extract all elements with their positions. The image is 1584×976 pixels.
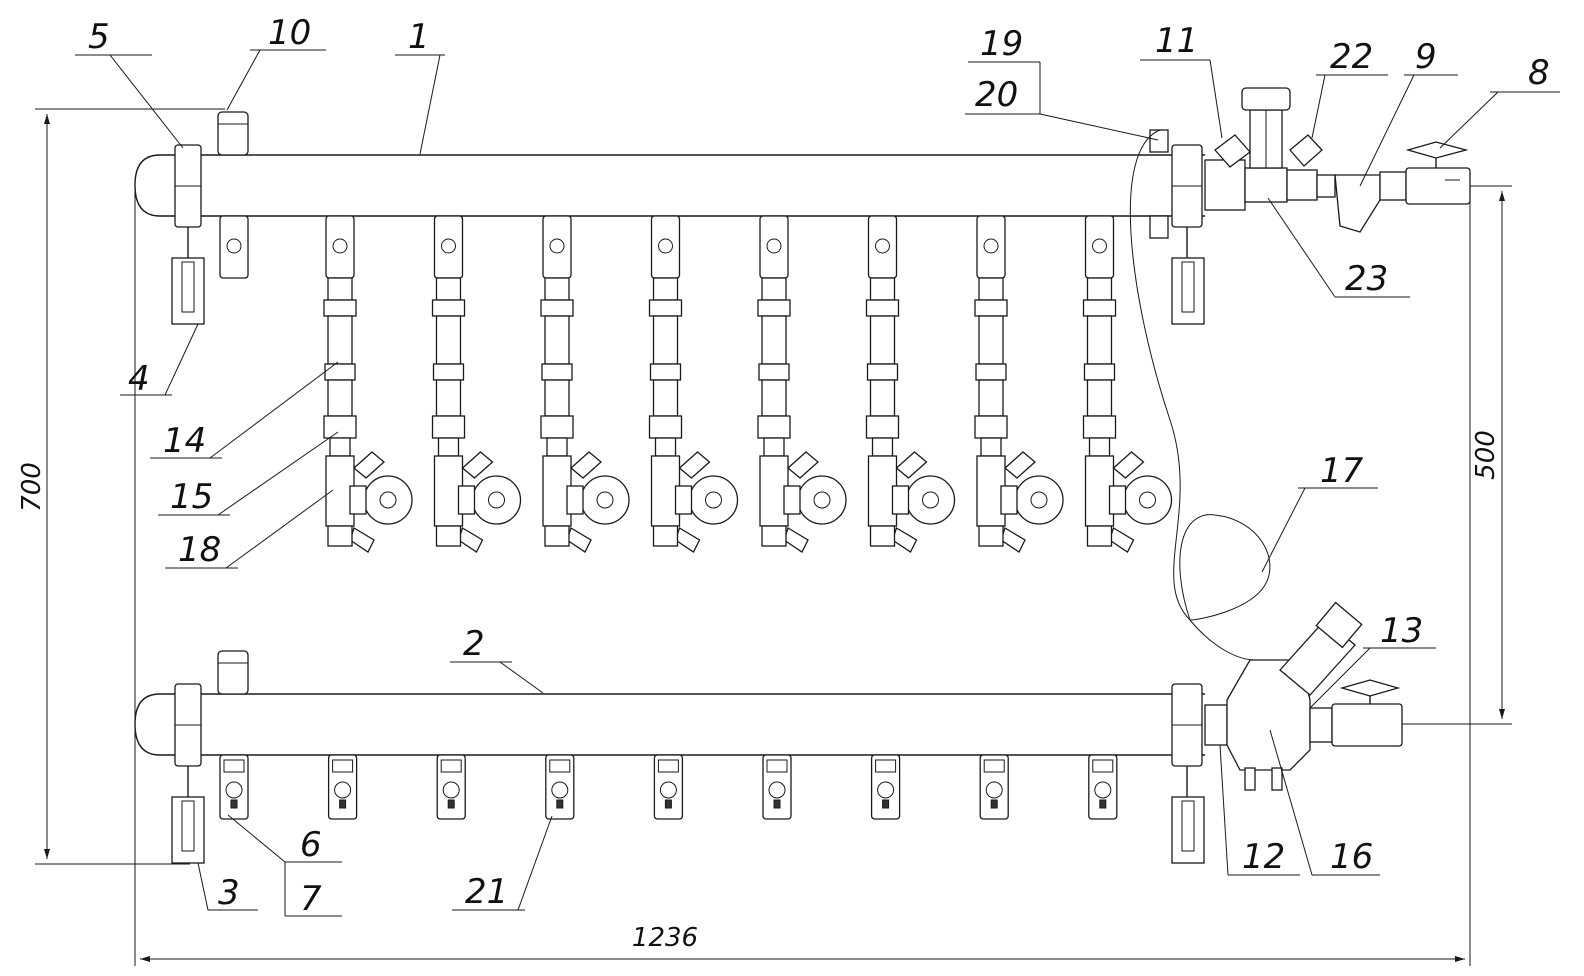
return-outlet-valve xyxy=(545,754,575,820)
return-outlet-valve xyxy=(979,754,1009,820)
return-outlet-valve xyxy=(762,754,792,820)
callout-7: 7 xyxy=(300,879,322,919)
supply-outlet-assembly xyxy=(540,215,630,553)
supply-outlets xyxy=(323,215,1173,553)
return-outlet-valve xyxy=(219,754,249,820)
supply-outlet-assembly xyxy=(865,215,956,553)
supply-inlet-group xyxy=(1204,87,1471,233)
dimension-height: 700 xyxy=(17,108,225,865)
supply-outlet-assembly xyxy=(323,215,413,553)
supply-outlet-assembly xyxy=(974,215,1064,553)
callout-20: 20 xyxy=(975,75,1018,115)
callout-5: 5 xyxy=(88,17,110,57)
callout-22: 22 xyxy=(1330,37,1373,77)
supply-outlet-assembly xyxy=(648,215,739,553)
callout-23: 23 xyxy=(1345,259,1388,299)
supply-manifold xyxy=(134,111,1205,325)
callout-2: 2 xyxy=(463,624,485,664)
return-outlet-valve xyxy=(436,754,466,820)
callout-15: 15 xyxy=(170,477,213,517)
callout-3: 3 xyxy=(218,873,240,913)
return-outlet-valve xyxy=(327,754,358,820)
return-outlet-valve xyxy=(870,754,901,820)
return-outlet-valve xyxy=(1088,754,1118,820)
callouts: 5 10 1 4 14 15 18 19 20 11 xyxy=(75,13,1560,919)
callout-8: 8 xyxy=(1528,53,1550,93)
callout-17: 17 xyxy=(1320,451,1364,491)
callout-18: 18 xyxy=(178,530,221,570)
supply-outlet-assembly xyxy=(431,215,522,553)
dimension-height-label: 700 xyxy=(17,462,47,512)
callout-9: 9 xyxy=(1415,37,1437,77)
callout-14: 14 xyxy=(163,421,206,461)
dimension-spacing-label: 500 xyxy=(1471,430,1501,480)
callout-6: 6 xyxy=(300,825,322,865)
supply-outlet-assembly xyxy=(1082,215,1173,553)
callout-10: 10 xyxy=(268,13,311,53)
capillary-tube xyxy=(1129,129,1271,661)
return-outlet-valve xyxy=(653,754,684,820)
callout-16: 16 xyxy=(1330,837,1373,877)
callout-12: 12 xyxy=(1242,837,1285,877)
callout-13: 13 xyxy=(1380,611,1423,651)
return-outlets xyxy=(219,754,1118,820)
callout-4: 4 xyxy=(128,359,150,399)
supply-outlet-assembly xyxy=(757,215,847,553)
callout-21: 21 xyxy=(465,872,508,912)
dimension-width: 12 3 6 xyxy=(134,190,1471,966)
callout-19: 19 xyxy=(980,24,1023,64)
callout-1: 1 xyxy=(408,17,430,57)
callout-11: 11 xyxy=(1155,21,1198,61)
dimension-width-label: 1236 xyxy=(632,923,698,953)
dimension-spacing: 500 xyxy=(1402,185,1512,725)
return-inlet-group xyxy=(1204,601,1403,791)
